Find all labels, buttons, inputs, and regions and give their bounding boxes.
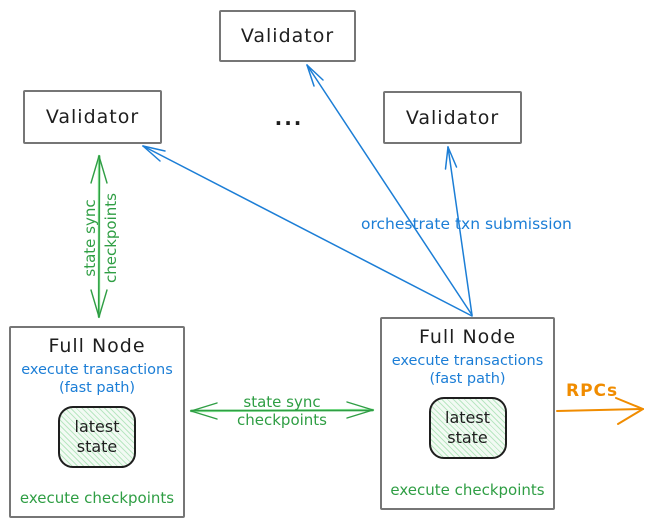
latest-state-left-line2: state [76,437,118,456]
validator-box-right: Validator [383,91,522,144]
state-sync-vertical-line2: checkpoints [102,193,120,283]
validator-right-label: Validator [405,106,500,129]
state-sync-vertical-label: state sync checkpoints [80,177,122,299]
full-node-left-execute-transactions: execute transactions [21,362,173,378]
latest-state-box-right: latest state [428,397,507,459]
latest-state-right-line1: latest [445,408,490,427]
latest-state-box-left: latest state [58,406,136,468]
full-node-left-execute-checkpoints: execute checkpoints [19,489,175,507]
validator-box-left: Validator [23,90,162,144]
state-sync-horizontal-label: state sync checkpoints [207,393,357,429]
full-node-right-fast-path: (fast path) [429,371,506,387]
full-node-box-right: Full Node execute transactions (fast pat… [380,317,555,510]
validator-left-label: Validator [45,106,140,128]
full-node-right-execute-transactions: execute transactions [391,353,544,369]
full-node-left-title: Full Node [48,335,146,357]
validators-ellipsis: ... [274,106,304,130]
orange-arrow-rpcs [556,397,644,425]
orchestrate-txn-label: orchestrate txn submission [361,215,572,233]
latest-state-right-line2: state [447,428,488,447]
state-sync-horizontal-line1: state sync [243,393,321,411]
validator-box-top: Validator [219,10,356,62]
rpcs-label: RPCs [566,381,619,401]
latest-state-left-line1: latest [74,417,120,436]
state-sync-horizontal-line2: checkpoints [237,411,327,429]
full-node-box-left: Full Node execute transactions (fast pat… [9,326,185,518]
full-node-right-execute-checkpoints: execute checkpoints [390,481,545,499]
validator-top-label: Validator [240,25,335,47]
full-node-left-fast-path: (fast path) [58,380,136,396]
full-node-right-title: Full Node [418,326,517,348]
state-sync-vertical-line1: state sync [81,199,99,277]
